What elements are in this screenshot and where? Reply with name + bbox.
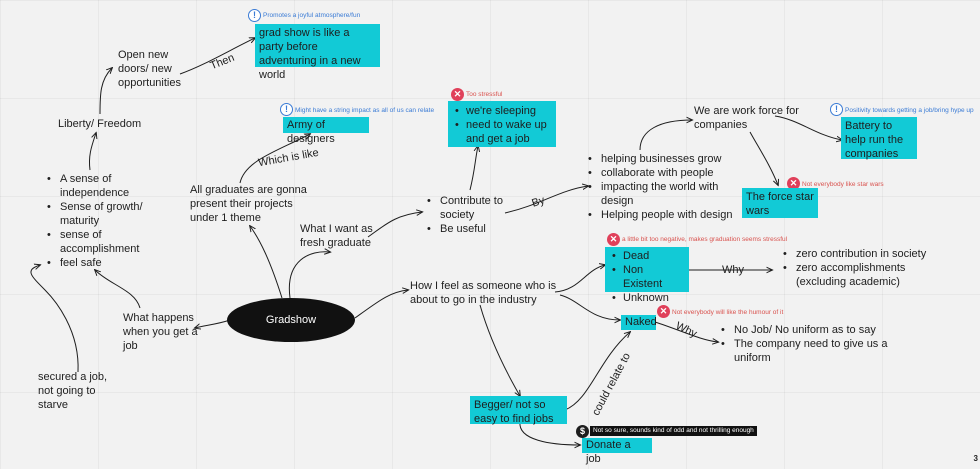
naked-comment: Not everybody will like the humour of it	[672, 309, 784, 316]
open-new-doors-text[interactable]: Open new doors/ new opportunities	[118, 49, 181, 89]
begger-card[interactable]: Begger/ not so easy to find jobs	[470, 396, 567, 425]
donate-comment: Not so sure, sounds kind of odd and not …	[590, 426, 757, 436]
sleeping-item: we're sleeping	[452, 104, 552, 118]
info-icon[interactable]: !	[280, 103, 293, 116]
page-number: 3	[973, 454, 978, 463]
bullet-item: Be useful	[426, 222, 506, 236]
what-happens-text[interactable]: What happens when you get a job	[123, 312, 198, 352]
naked-card[interactable]: Naked	[621, 315, 657, 330]
negative-comment: a little bit too negative, makes graduat…	[622, 236, 788, 243]
warning-x-icon[interactable]: ✕	[787, 177, 800, 190]
battery-comment: Positivity towards getting a job/bring h…	[845, 107, 974, 114]
bullet-item: zero contribution in society	[782, 247, 927, 261]
work-force-text[interactable]: We are work force for companies	[694, 105, 799, 131]
bullet-item: zero accomplishments (excluding academic…	[782, 261, 927, 289]
sleeping-list: we're sleeping need to wake up and get a…	[452, 104, 552, 146]
bullet-item: Contribute to society	[426, 194, 506, 222]
why-label: Why	[722, 264, 744, 276]
dollar-icon[interactable]: $	[576, 425, 589, 438]
grad-show-comment: Promotes a joyful atmosphere/fun	[263, 12, 361, 19]
dead-list: Dead Non Existent Unknown	[609, 249, 685, 305]
bullet-item: sense of accomplishment	[46, 228, 146, 256]
grad-show-party-card[interactable]: grad show is like a party before adventu…	[255, 24, 380, 81]
info-icon[interactable]: !	[830, 103, 843, 116]
what-i-want-text[interactable]: What I want as fresh graduate	[300, 223, 373, 249]
bullet-item: impacting the world with design	[587, 180, 737, 208]
all-graduates-text[interactable]: All graduates are gonna present their pr…	[190, 184, 307, 224]
star-wars-comment: Not everybody like star wars	[802, 181, 884, 188]
info-icon[interactable]: !	[248, 9, 261, 22]
sleeping-card[interactable]: we're sleeping need to wake up and get a…	[448, 101, 556, 147]
bullet-item: feel safe	[46, 256, 146, 270]
army-of-designers-card[interactable]: Army of designers	[283, 117, 369, 145]
warning-x-icon[interactable]: ✕	[657, 305, 670, 318]
secured-job-text[interactable]: secured a job, not going to starve	[38, 371, 108, 411]
dead-item: Non Existent	[609, 263, 685, 291]
liberty-freedom-text[interactable]: Liberty/ Freedom	[58, 118, 142, 130]
warning-x-icon[interactable]: ✕	[607, 233, 620, 246]
feelings-bullet-list[interactable]: A sense of independence Sense of growth/…	[46, 172, 146, 270]
bullet-item: Helping people with design	[587, 208, 737, 222]
how-i-feel-text[interactable]: How I feel as someone who is about to go…	[410, 280, 557, 306]
dead-item: Dead	[609, 249, 685, 263]
bullet-item: helping businesses grow	[587, 152, 737, 166]
contribute-bullet-list[interactable]: Contribute to society Be useful	[426, 194, 506, 236]
zero-bullet-list[interactable]: zero contribution in society zero accomp…	[782, 247, 927, 289]
no-job-bullet-list[interactable]: No Job/ No uniform as to say The company…	[720, 323, 890, 365]
sleeping-comment: Too stressful	[466, 91, 503, 98]
dead-nonexistent-card[interactable]: Dead Non Existent Unknown	[605, 247, 689, 305]
designers-comment: Might have a string impact as all of us …	[295, 107, 435, 114]
force-star-wars-card[interactable]: The force star wars	[742, 188, 818, 218]
bullet-item: A sense of independence	[46, 172, 146, 200]
warning-x-icon[interactable]: ✕	[451, 88, 464, 101]
dead-item: Unknown	[609, 291, 685, 305]
bullet-item: collaborate with people	[587, 166, 737, 180]
bullet-item: The company need to give us a uniform	[720, 337, 890, 365]
central-node-gradshow[interactable]: Gradshow	[227, 298, 355, 342]
business-bullet-list[interactable]: helping businesses grow collaborate with…	[587, 152, 737, 222]
bullet-item: No Job/ No uniform as to say	[720, 323, 890, 337]
bullet-item: Sense of growth/ maturity	[46, 200, 146, 228]
sleeping-item: need to wake up and get a job	[452, 118, 552, 146]
battery-card[interactable]: Battery to help run the companies	[841, 117, 917, 160]
donate-job-card[interactable]: Donate a job	[582, 438, 652, 465]
